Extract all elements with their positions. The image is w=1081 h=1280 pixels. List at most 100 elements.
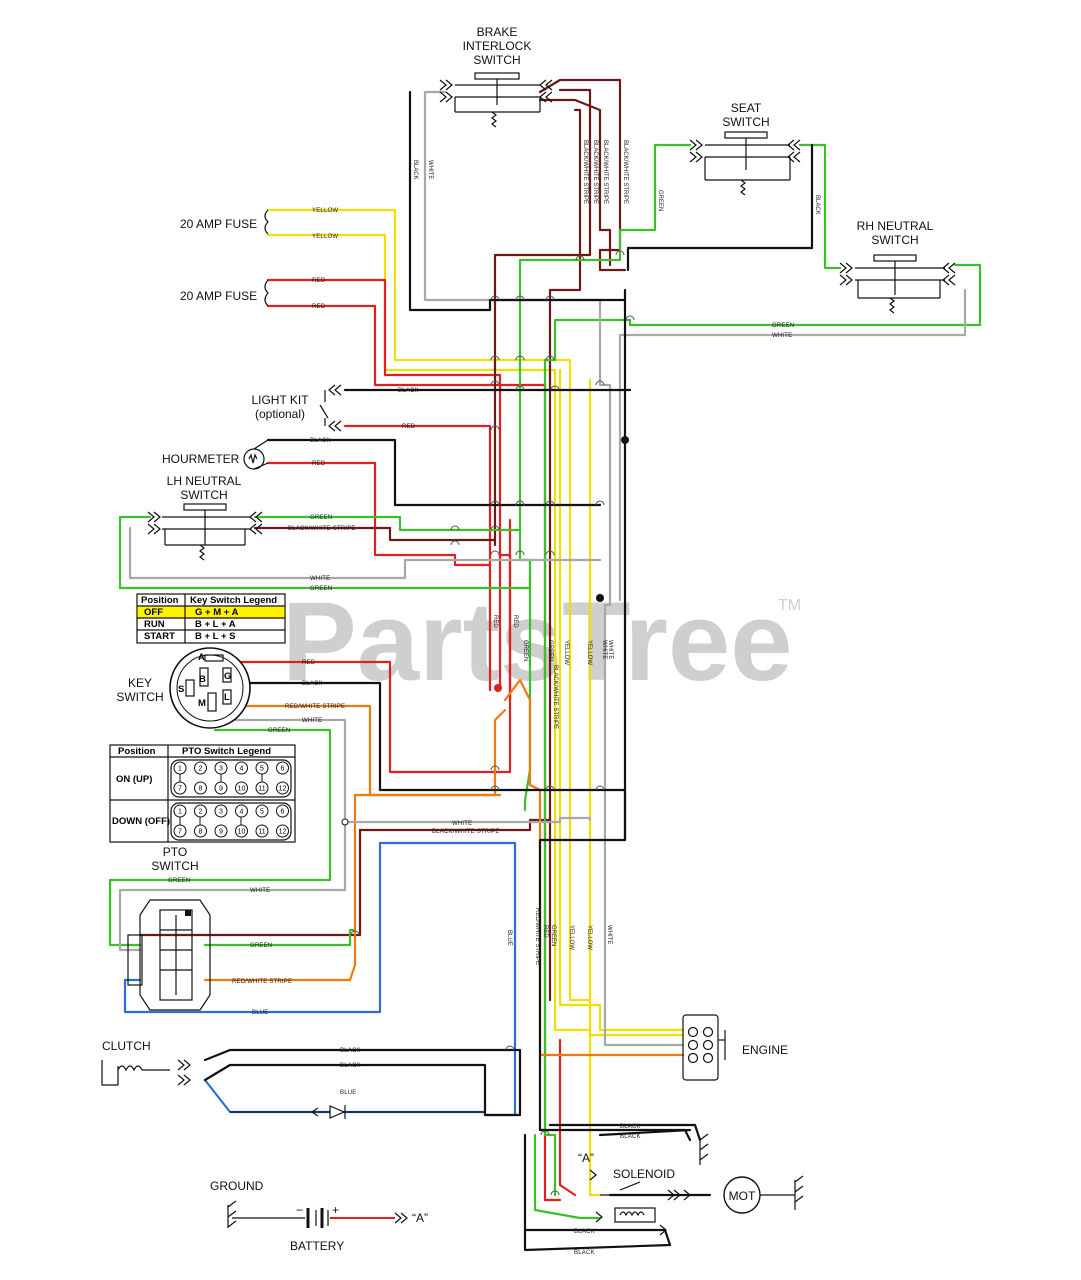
brake-switch-label: SWITCH [473, 53, 520, 67]
pto-pin-number: 10 [238, 786, 246, 793]
wire-layer [108, 78, 982, 1252]
wire-red [558, 1038, 577, 1197]
fuse-1-label: 20 AMP FUSE [180, 217, 257, 231]
wire-label-yellow: YELLOW [563, 640, 569, 665]
pto-pin [276, 824, 289, 838]
wire-hop [545, 785, 555, 791]
key-legend-val: G + M + A [195, 607, 239, 618]
wire-label-green: GREEN [268, 728, 290, 734]
pto-pin [214, 824, 228, 838]
wire-label-green: GREEN [168, 878, 190, 884]
wire-label-black: BLACK [302, 681, 323, 687]
key-terminal: S [178, 684, 184, 695]
pto-legend-pos: DOWN (OFF) [112, 816, 170, 827]
wire-label-green: GREEN [772, 323, 794, 329]
pto-pin-number: 2 [199, 809, 203, 816]
wire-hop [595, 785, 605, 791]
wire-hop [515, 385, 525, 391]
wire-red [266, 278, 502, 692]
battery-ground: GROUND BATTERY − + “A” [210, 1179, 428, 1253]
wire-hop [625, 315, 635, 321]
pto-pin [194, 781, 207, 795]
wire-label-red-white: RED/WHITE STRIPE [232, 979, 292, 985]
junction-dot [341, 818, 349, 826]
pto-pin-number: 4 [240, 766, 244, 773]
wire-hops [350, 250, 635, 1196]
wire-green [533, 1133, 602, 1220]
brake-interlock-switch: BRAKE INTERLOCK SWITCH [439, 25, 553, 128]
seat-switch-label: SWITCH [722, 115, 769, 129]
wire-black [548, 1123, 702, 1142]
pto-pin-number: 9 [219, 829, 223, 836]
wire-label-black-red: BLACK/WHITE STRIPE [288, 526, 356, 532]
wire-label-white: WHITE [772, 333, 792, 339]
light-kit-label: LIGHT KIT [251, 393, 309, 407]
brake-switch-label: BRAKE [477, 25, 518, 39]
pto-pin-number: 6 [281, 766, 285, 773]
wire-yellow [558, 368, 685, 1032]
brake-switch-label: INTERLOCK [463, 39, 532, 53]
rh-neutral-switch: RH NEUTRAL SWITCH [839, 219, 956, 314]
seat-switch: SEAT SWITCH [689, 101, 801, 196]
pto-pin-number: 9 [219, 786, 223, 793]
pto-legend-header: PTO Switch Legend [182, 746, 271, 757]
wire-label-white: WHITE [601, 640, 607, 659]
wire-hop [490, 355, 500, 361]
wire-label-black: BLACK [340, 1048, 361, 1054]
wire-green [118, 515, 532, 590]
wire-hop [350, 930, 360, 936]
pto-pin-number: 7 [178, 786, 182, 793]
hourmeter-label: HOURMETER [162, 452, 240, 466]
wire-label-black: BLACK [620, 1134, 641, 1140]
pto-pin [276, 781, 289, 795]
pto-pin-number: 2 [199, 766, 203, 773]
wire-label-red: RED [302, 660, 316, 666]
wire-label-yellow: YELLOW [312, 208, 338, 214]
wire-label-black-red: BLACK/WHITE STRIPE [592, 140, 598, 204]
wire-label-green: GREEN [250, 943, 272, 949]
wire-hop [545, 355, 555, 361]
wire-label-white: WHITE [452, 821, 472, 827]
wire-hop [540, 1130, 550, 1136]
key-terminal: B [199, 674, 206, 685]
wire-hop [450, 540, 460, 546]
battery-minus: − [296, 1203, 303, 1217]
wire-hop [490, 765, 500, 771]
wire-label-black-red: BLACK/WHITE STRIPE [622, 140, 628, 204]
wire-label-white: WHITE [607, 640, 613, 659]
junction-dot [494, 684, 502, 692]
wire-red [228, 553, 512, 774]
wire-label-red: RED [512, 615, 518, 628]
mot-label: MOT [729, 1189, 756, 1203]
wire-label-green: GREEN [310, 515, 332, 521]
wire-green [108, 728, 332, 947]
hourmeter: HOURMETER [162, 439, 269, 470]
wire-label-green: GREEN [550, 925, 556, 946]
battery-plus: + [332, 1203, 339, 1217]
pto-pin [194, 761, 207, 775]
wire-black-red-stripe [138, 828, 362, 937]
key-legend-header: Position [141, 595, 179, 606]
wire-label-blue: BLUE [506, 930, 512, 946]
wire-hop [490, 380, 500, 386]
wire-label-blue: BLUE [252, 1010, 268, 1016]
clutch: CLUTCH [101, 1039, 191, 1086]
wire-label-black-red: BLACK/WHITE STRIPE [432, 829, 500, 835]
pto-pin-number: 12 [279, 829, 287, 836]
pto-pin-number: 12 [279, 786, 287, 793]
wire-black [203, 1048, 522, 1117]
wire-label-yellow: YELLOW [586, 925, 592, 950]
key-terminal: M [198, 698, 206, 709]
wire-hop [545, 295, 555, 301]
wire-label-red: RED [312, 461, 326, 467]
pto-pin-number: 1 [178, 809, 182, 816]
wire-yellow [266, 233, 602, 1197]
wire-label-black: BLACK [310, 438, 331, 444]
pto-pin [255, 804, 269, 818]
wire-label-black: BLACK [412, 160, 418, 180]
wire-hop [575, 255, 585, 261]
wire-black [266, 438, 602, 507]
wire-yellow [266, 208, 592, 1002]
wire-black-red-stripe [253, 526, 497, 547]
rh-neutral-label: RH NEUTRAL [857, 219, 934, 233]
